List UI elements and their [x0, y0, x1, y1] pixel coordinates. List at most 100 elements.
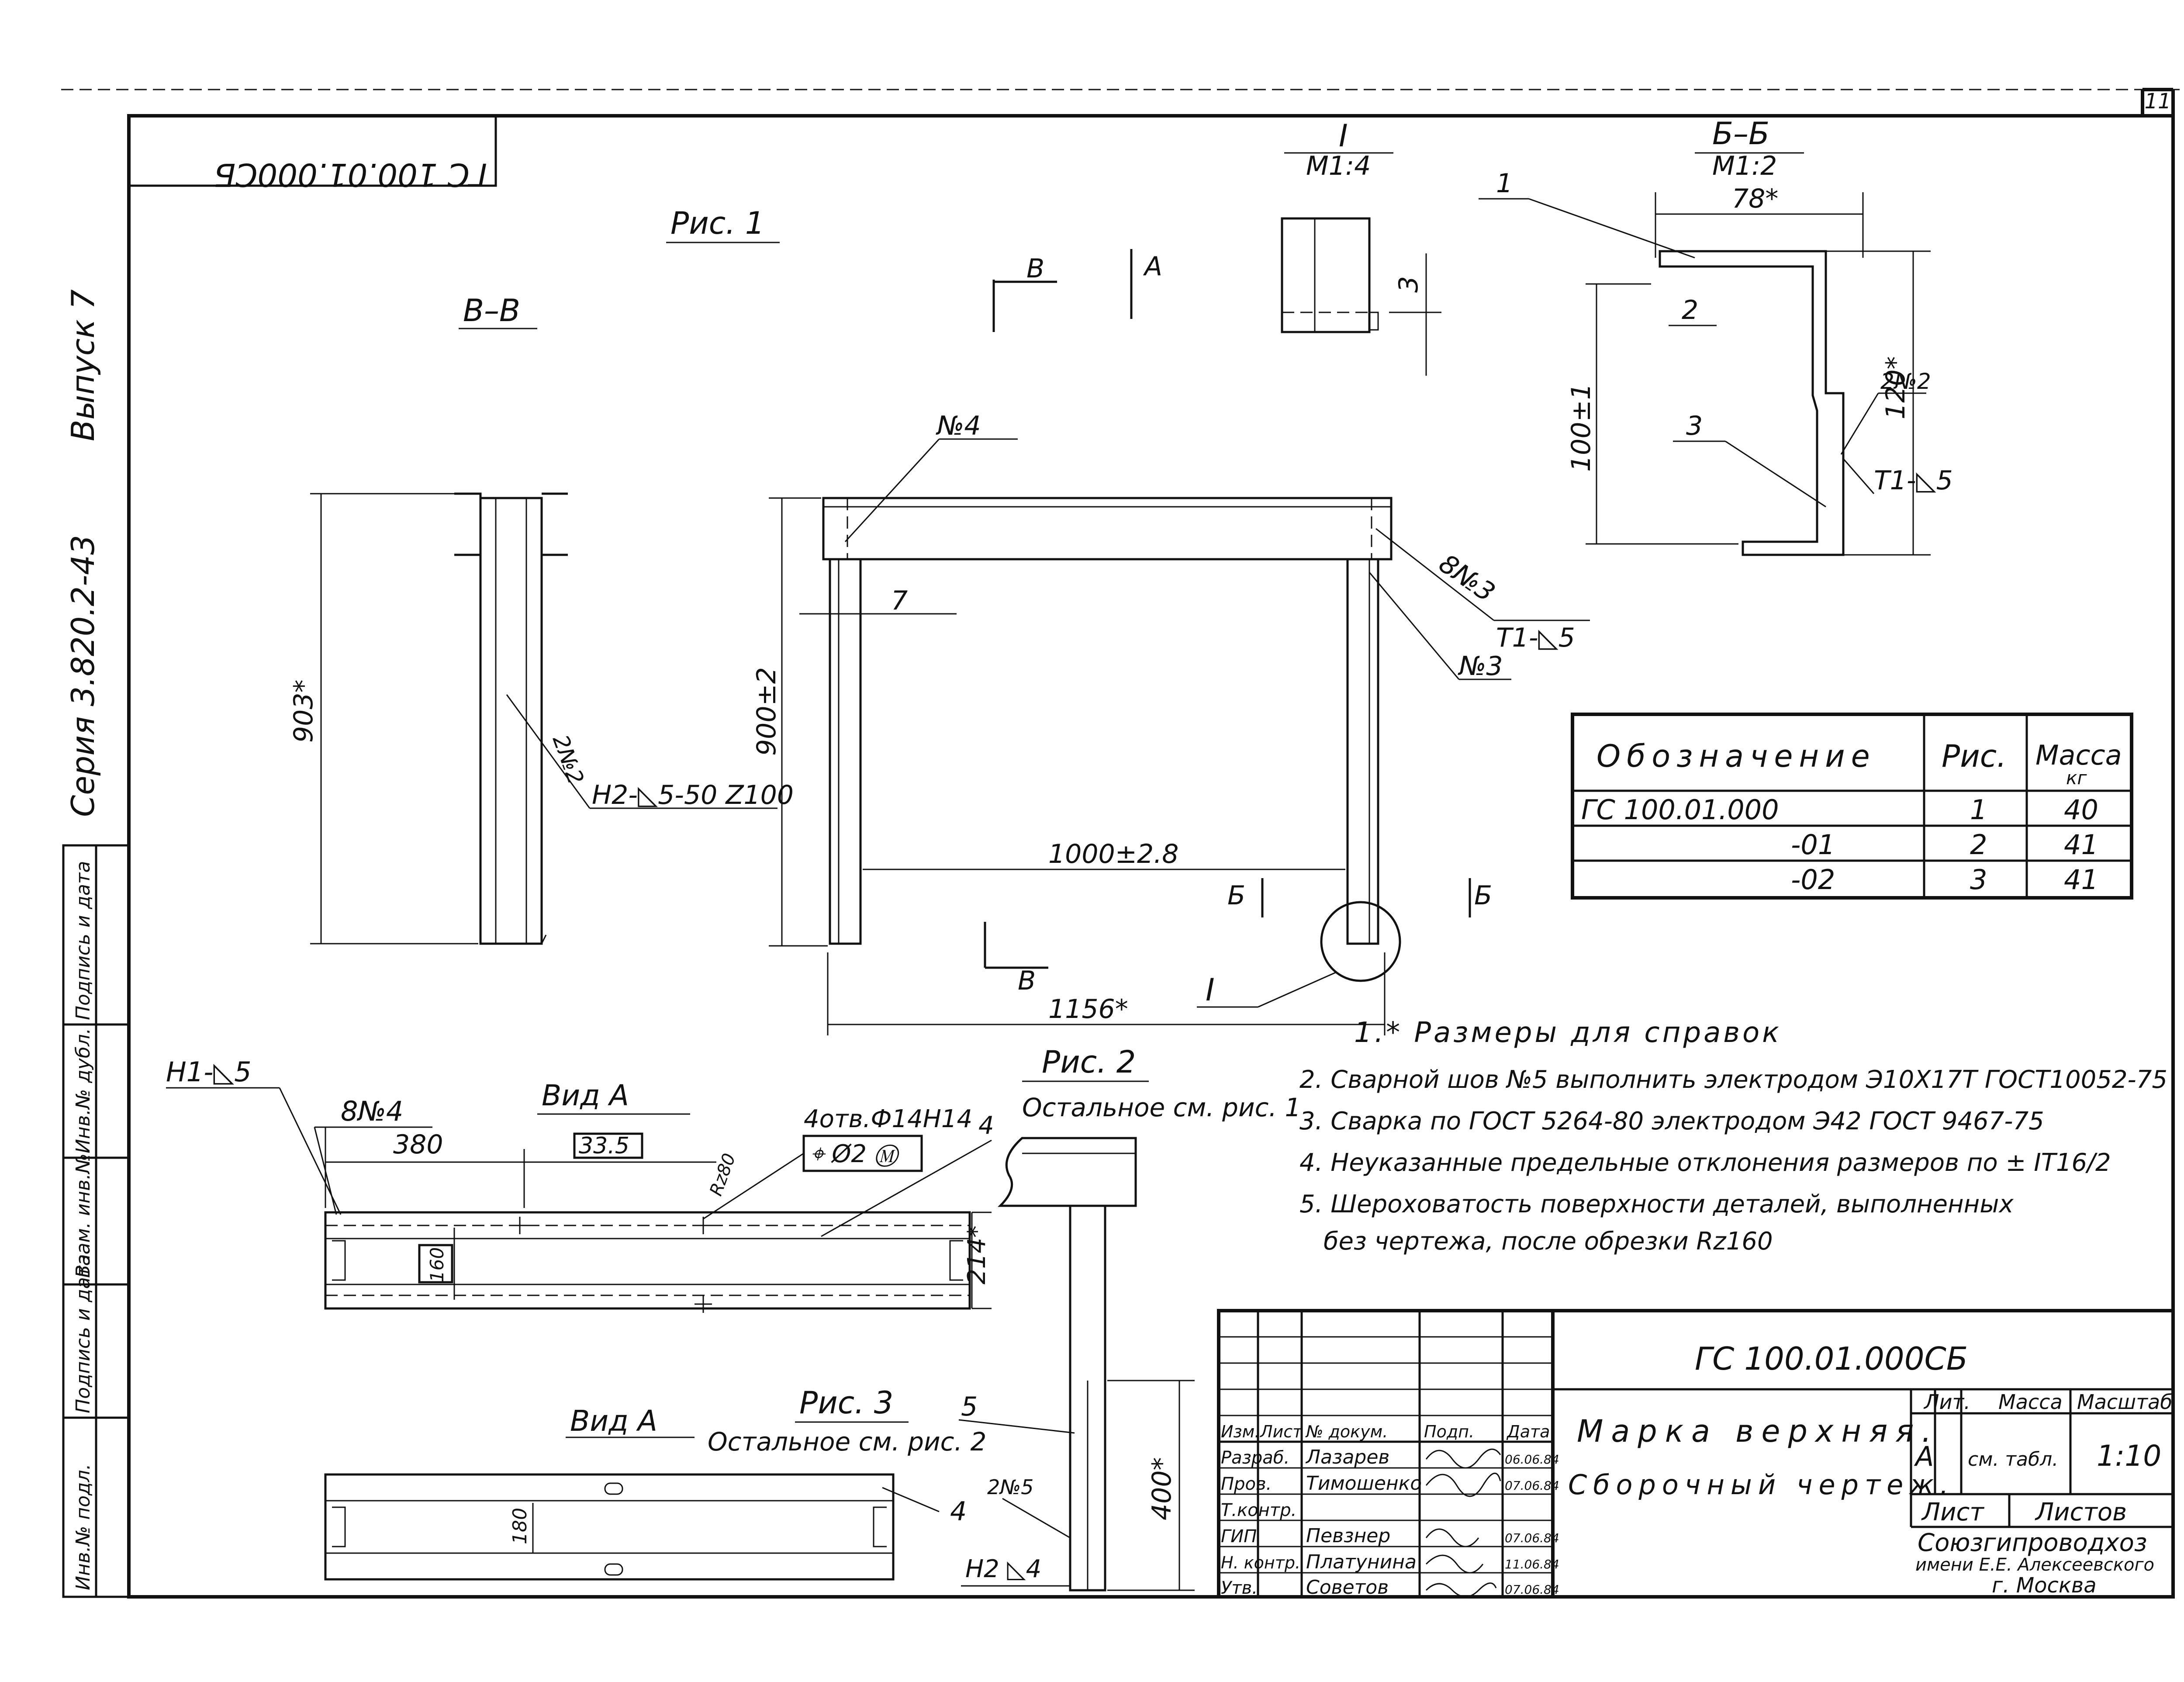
cut-v-top: В: [1026, 253, 1044, 284]
view-a-fig1: Вид А 160 380 33.5 Rz80 214* Н1-◺5 8№4 4…: [166, 1056, 994, 1313]
note-5: 5. Шероховатость поверхности деталей, вы…: [1299, 1190, 2014, 1218]
weld-2n5: 2№5: [987, 1475, 1033, 1499]
cut-v-bottom: В: [1018, 966, 1036, 996]
stamp-cell-5: Подпись и дата: [72, 861, 94, 1020]
part-4: 4: [978, 1111, 994, 1140]
note-1: 1.* Размеры для справок: [1354, 1017, 1782, 1049]
dim-380: 380: [393, 1129, 443, 1160]
dim-160: 160: [426, 1247, 448, 1282]
weld-t1-bb: Т1-◺5: [1874, 465, 1953, 496]
side-issue: Выпуск 7: [65, 289, 101, 441]
tb-name-line1: Марка верхняя.: [1577, 1413, 1939, 1449]
tb-date-5: 11.06.84: [1505, 1557, 1559, 1571]
dim-400: 400*: [1147, 1457, 1177, 1520]
fig1-title: Рис. 1: [670, 205, 764, 241]
dim-1000: 1000±2.8: [1048, 839, 1178, 869]
tb-org-3: г. Москва: [1992, 1573, 2097, 1598]
signatures: [1425, 1448, 1501, 1598]
detail-i-title: I: [1339, 118, 1348, 154]
tb-name-line2: Сборочный чертеж.: [1568, 1469, 1955, 1501]
sheet-frame: 11 ГС 100.01.000СБ Инв.№ подл. Подпись и…: [61, 88, 2180, 1599]
tb-scale: 1:10: [2097, 1439, 2161, 1473]
tb-role-1: Разраб.: [1221, 1448, 1289, 1468]
table-row-3-designation: -02: [1791, 864, 1835, 896]
dim-900: 900±2: [751, 667, 782, 756]
table-row-2-mass: 41: [2064, 829, 2098, 861]
fig3-title: Рис. 3: [799, 1385, 893, 1421]
fig2-title: Рис. 2: [1042, 1044, 1136, 1080]
figure-2: Рис. 2 Остальное см. рис. 1 400* 5 2№5 Н…: [958, 1044, 1301, 1592]
table-row-2-designation: -01: [1791, 829, 1835, 861]
stamp-cell-3: Взам. инв.№: [72, 1153, 94, 1278]
fig2-note: Остальное см. рис. 1: [1022, 1093, 1301, 1122]
cut-b-left: Б: [1227, 880, 1245, 911]
tb-role-6: Утв.: [1221, 1578, 1258, 1598]
tb-col-sign: Подп.: [1424, 1422, 1474, 1441]
dim-78: 78*: [1732, 183, 1778, 214]
tb-code: ГС 100.01.000СБ: [1695, 1340, 1968, 1377]
table-header-unit: кг: [2066, 767, 2087, 789]
section-bb-scale: М1:2: [1712, 151, 1777, 181]
tb-name-1: Лазарев: [1305, 1446, 1389, 1468]
section-bb-title: Б–Б: [1712, 116, 1769, 152]
note-3: 3. Сварка по ГОСТ 5264-80 электродом Э42…: [1299, 1107, 2044, 1135]
mass-table: Обозначение Рис. Масса кг ГС 100.01.000 …: [1571, 713, 2133, 900]
weld-n4: №4: [936, 411, 981, 441]
tb-date-6: 07.06.84: [1505, 1582, 1559, 1597]
note-6: без чертежа, после обрезки Rz160: [1324, 1227, 1773, 1256]
table-row-3-fig: 3: [1970, 864, 1987, 896]
tb-role-5: Н. контр.: [1221, 1553, 1300, 1572]
view-a-fig3: Вид А Рис. 3 Остальное см. рис. 2 180 4: [324, 1385, 986, 1581]
dim-1156: 1156*: [1048, 994, 1128, 1024]
section-bb: Б–Б М1:2 78* 120* 100±1 1 2 3 2№2 Т1-◺5: [1479, 116, 1953, 556]
weld-2n2-bb: 2№2: [1880, 369, 1931, 394]
weld-t1: Т1-◺5: [1496, 623, 1575, 653]
dim-100: 100±1: [1566, 383, 1597, 472]
weld-n3: №3: [1458, 651, 1503, 682]
tb-scale-label: Масштаб: [2077, 1390, 2173, 1414]
table-header-designation: Обозначение: [1597, 738, 1876, 774]
fig3-note: Остальное см. рис. 2: [708, 1427, 986, 1457]
tb-name-5: Платунина: [1306, 1551, 1417, 1573]
detail-i-scale: М1:4: [1306, 151, 1371, 181]
title-block: Изм. Лист № докум. Подп. Дата Разраб. Ла…: [1217, 1309, 2175, 1599]
position-tolerance: ⌖ Ø2 Ⓜ: [810, 1140, 900, 1168]
tb-date-1: 06.06.84: [1505, 1452, 1559, 1467]
section-vv-label: В–В: [463, 293, 520, 329]
tb-mass: см. табл.: [1968, 1448, 2058, 1471]
tb-role-3: Т.контр.: [1221, 1500, 1296, 1520]
note-4: 4. Неуказанные предельные отклонения раз…: [1299, 1149, 2111, 1177]
stamp-cell-1: Инв.№ подл.: [72, 1464, 94, 1590]
dim-335: 33.5: [579, 1133, 629, 1159]
dim-120: 120*: [1880, 356, 1911, 419]
table-row-1-fig: 1: [1970, 794, 1987, 826]
tb-org-2: имени Е.Е. Алексеевского: [1915, 1555, 2154, 1575]
dim-7: 7: [891, 585, 908, 616]
tb-date-4: 07.06.84: [1505, 1531, 1559, 1545]
dim-903: 903*: [288, 679, 319, 743]
figure-1: Рис. 1 I 900±2 7 1000±2.8 1156*: [666, 205, 1590, 1035]
tb-lit: А: [1914, 1440, 1934, 1472]
weld-h2d4: Н2 ◺4: [965, 1555, 1041, 1583]
tb-name-6: Советов: [1306, 1576, 1389, 1599]
note-2: 2. Сварной шов №5 выполнить электродом Э…: [1299, 1066, 2167, 1094]
stamp-cell-4: Инв.№ дубл.: [72, 1028, 94, 1153]
tb-name-2: Тимошенко: [1306, 1472, 1422, 1495]
tb-sheets-label: Листов: [2035, 1498, 2127, 1526]
cut-b-right: Б: [1474, 880, 1492, 911]
part-2: 2: [1682, 295, 1698, 325]
tb-col-date: Дата: [1506, 1422, 1550, 1441]
view-a1-title: Вид А: [542, 1079, 629, 1112]
table-row-1-mass: 40: [2064, 794, 2098, 826]
dim-3: 3: [1393, 276, 1424, 293]
dim-180: 180: [509, 1508, 531, 1544]
tb-col-doc: № докум.: [1305, 1422, 1388, 1441]
side-series: Серия 3.820.2-43: [65, 535, 101, 817]
weld-h2: Н2-◺5-50 Z100: [592, 780, 794, 810]
cut-a: А: [1143, 251, 1162, 282]
tb-col-list: Лист: [1259, 1422, 1303, 1441]
detail-i: I М1:4 3: [1281, 118, 1441, 376]
tb-sheet-label: Лист: [1921, 1498, 1984, 1526]
tb-date-2: 07.06.84: [1505, 1478, 1559, 1493]
